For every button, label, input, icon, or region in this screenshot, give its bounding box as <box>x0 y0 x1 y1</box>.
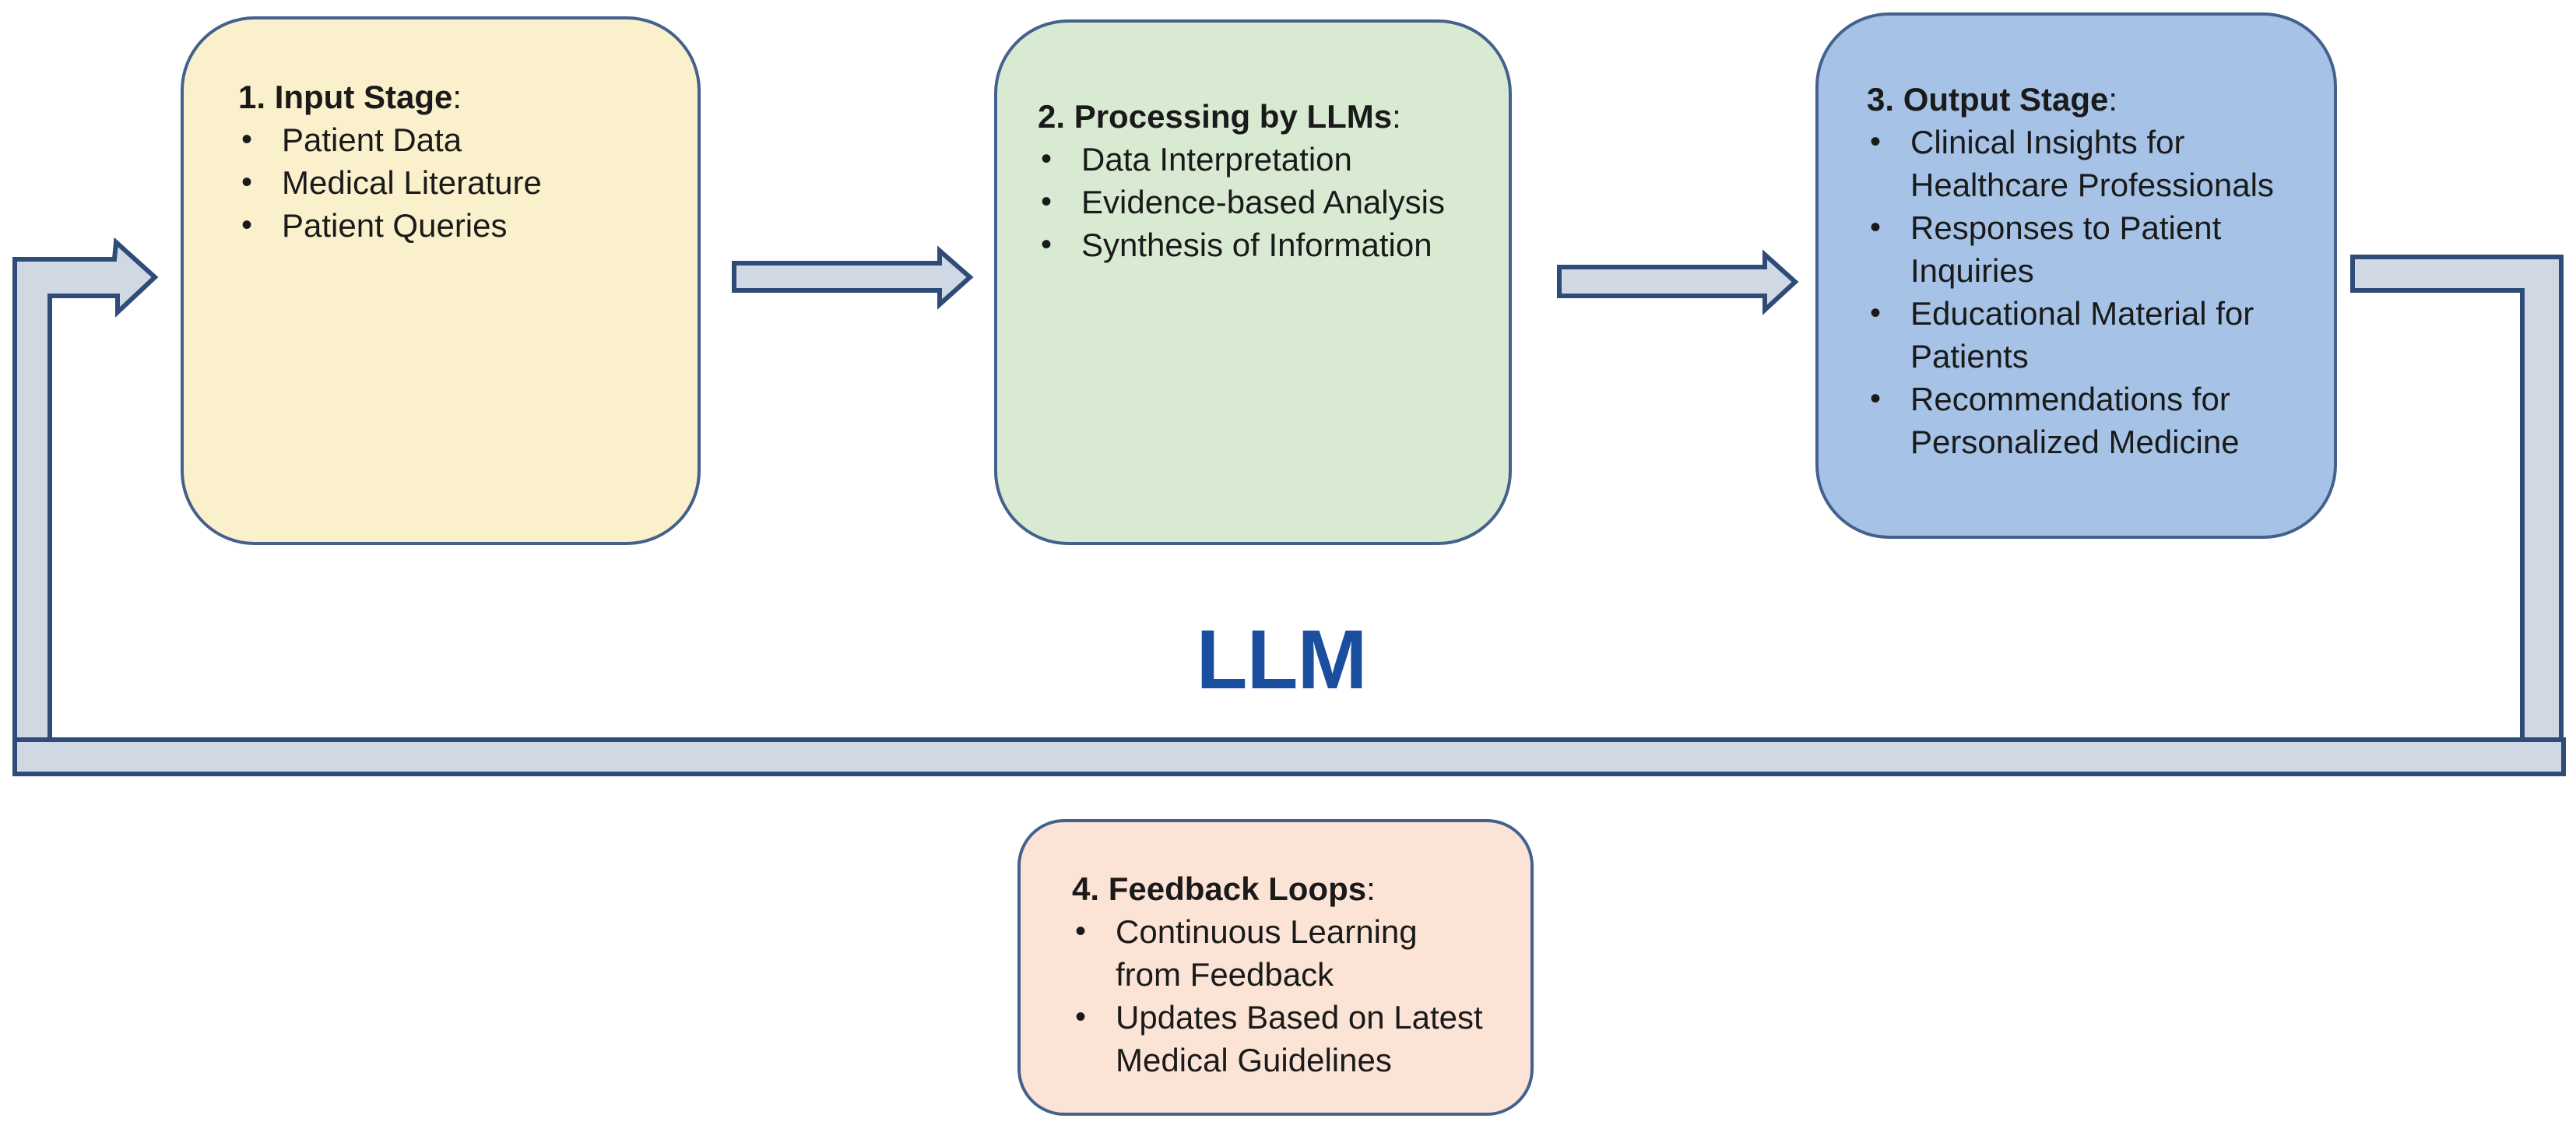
feedback-loops-bullets: Continuous Learning from Feedback Update… <box>1072 910 1516 1081</box>
bullet-item: Continuous Learning from Feedback <box>1072 910 1516 996</box>
bullet-item: Responses to Patient Inquiries <box>1867 206 2320 292</box>
processing-stage-bullets: Data Interpretation Evidence-based Analy… <box>1038 138 1493 266</box>
output-stage-box: 3. Output Stage: Clinical Insights for H… <box>1815 12 2337 539</box>
feedback-loop-bottom-band <box>12 737 2566 776</box>
bullet-item: Medical Literature <box>238 161 677 204</box>
processing-stage-title-text: 2. Processing by LLMs <box>1038 98 1393 135</box>
processing-stage-title-suffix: : <box>1392 98 1401 135</box>
output-stage-title-suffix: : <box>2108 81 2118 118</box>
bullet-item: Patient Data <box>238 118 677 161</box>
arrow-processing-to-output <box>1557 249 1799 315</box>
bullet-item: Clinical Insights for Healthcare Profess… <box>1867 121 2320 206</box>
output-stage-bullets: Clinical Insights for Healthcare Profess… <box>1867 121 2320 463</box>
bullet-item: Data Interpretation <box>1038 138 1493 181</box>
input-stage-title-text: 1. Input Stage <box>238 79 453 115</box>
processing-stage-title: 2. Processing by LLMs: <box>1038 95 1493 138</box>
bullet-item: Synthesis of Information <box>1038 223 1493 266</box>
processing-stage-box: 2. Processing by LLMs: Data Interpretati… <box>994 19 1512 545</box>
feedback-loop-left-arrow <box>12 237 159 742</box>
feedback-loops-box: 4. Feedback Loops: Continuous Learning f… <box>1017 819 1534 1116</box>
bullet-item: Patient Queries <box>238 204 677 247</box>
output-stage-title-text: 3. Output Stage <box>1867 81 2109 118</box>
feedback-loops-title-text: 4. Feedback Loops <box>1072 870 1367 907</box>
feedback-loops-title: 4. Feedback Loops: <box>1072 867 1516 910</box>
feedback-loop-right-connector <box>2350 255 2564 742</box>
bullet-item: Educational Material for Patients <box>1867 292 2320 378</box>
feedback-loops-title-suffix: : <box>1366 870 1376 907</box>
input-stage-title: 1. Input Stage: <box>238 76 677 118</box>
output-stage-title: 3. Output Stage: <box>1867 78 2320 121</box>
llm-label: LLM <box>1196 612 1368 706</box>
bullet-item: Updates Based on Latest Medical Guidelin… <box>1072 996 1516 1081</box>
input-stage-bullets: Patient Data Medical Literature Patient … <box>238 118 677 247</box>
input-stage-box: 1. Input Stage: Patient Data Medical Lit… <box>181 16 701 545</box>
bullet-item: Recommendations for Personalized Medicin… <box>1867 378 2320 463</box>
bullet-item: Evidence-based Analysis <box>1038 181 1493 223</box>
input-stage-title-suffix: : <box>452 79 462 115</box>
arrow-input-to-processing <box>732 245 974 310</box>
